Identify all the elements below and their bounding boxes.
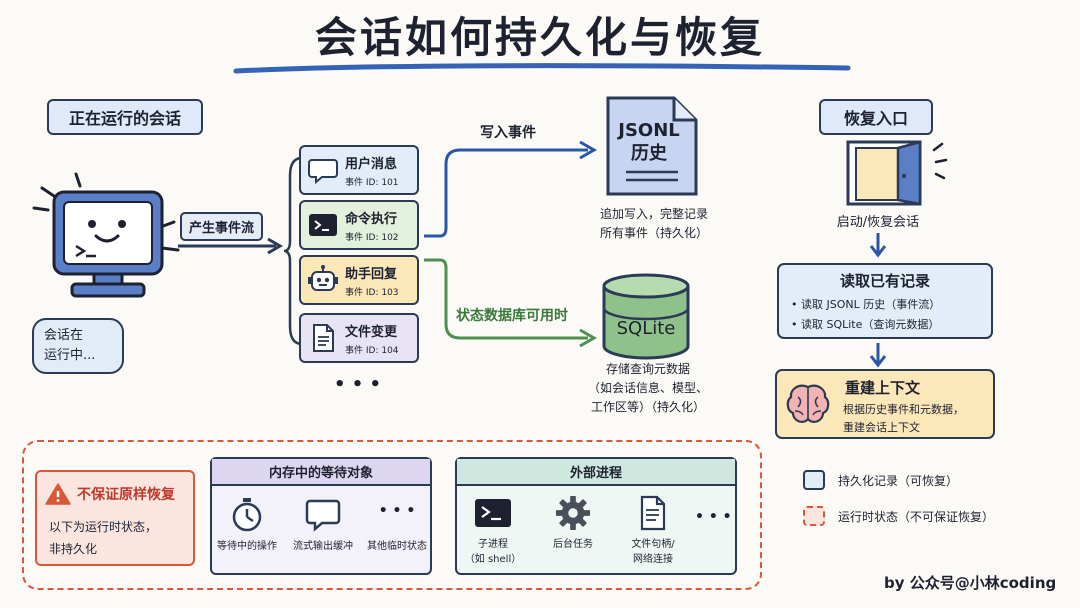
rebuild-context-box: 重建上下文 根据历史事件和元数据， 重建会话上下文 xyxy=(775,369,995,439)
event-id: 事件 ID: 104 xyxy=(345,345,399,356)
bubble-line-2: 运行中... xyxy=(44,348,96,364)
legend-persistent-label: 持久化记录（可恢复） xyxy=(838,474,959,488)
speech-bubble-icon xyxy=(305,499,341,532)
legend-runtime-label: 运行时状态（不可保证恢复） xyxy=(838,510,995,524)
event-id: 事件 ID: 102 xyxy=(345,232,399,243)
external-item-background-task: 后台任务 xyxy=(541,495,605,552)
produce-arrow xyxy=(178,237,283,255)
jsonl-doc-title: JSONL 历史 xyxy=(604,120,694,165)
read-item: • 读取 JSONL 历史（事件流） xyxy=(791,298,941,311)
memory-item-label: 流式输出缓冲 xyxy=(293,541,353,552)
recovery-entry-tag: 恢复入口 xyxy=(819,99,933,135)
rebuild-line-2: 重建会话上下文 xyxy=(843,421,920,434)
jsonl-document-icon xyxy=(606,96,698,196)
state-db-available-label: 状态数据库可用时 xyxy=(456,308,568,324)
jsonl-caption-1: 追加写入，完整记录 xyxy=(599,207,708,221)
no-guarantee-warning: 不保证原样恢复 以下为运行时状态， 非持久化 xyxy=(35,470,195,566)
memory-objects-box: 内存中的等待对象 等待中的操作 流式输出缓冲 • • • 其他临时状态 xyxy=(210,457,432,575)
event-name: 助手回复 xyxy=(345,266,398,282)
external-item-label: 后台任务 xyxy=(553,539,593,550)
page-title: 会话如何持久化与恢复 xyxy=(314,13,765,62)
memory-item-label: 等待中的操作 xyxy=(217,541,277,552)
stopwatch-icon xyxy=(232,498,262,532)
document-icon xyxy=(313,324,334,352)
read-item: • 读取 SQLite（查询元数据） xyxy=(791,318,940,331)
read-records-title: 读取已有记录 xyxy=(839,272,930,290)
event-card-file-change: 文件变更 事件 ID: 104 xyxy=(299,313,419,363)
jsonl-caption-2: 所有事件（持久化） xyxy=(599,226,708,241)
event-list-brace xyxy=(284,156,303,346)
ellipsis-icon: • • • xyxy=(378,503,416,519)
event-card-command: 命令执行 事件 ID: 102 xyxy=(299,200,419,250)
warning-title: 不保证原样恢复 xyxy=(77,487,175,503)
produce-event-stream-tag: 产生事件流 xyxy=(180,212,264,241)
down-arrow-1 xyxy=(869,233,887,258)
sqlite-caption-3: 工作区等）（持久化） xyxy=(590,400,705,415)
sqlite-caption-1: 存储查询元数据 xyxy=(605,362,690,376)
external-processes-box: 外部进程 子进程 （如 shell） 后台任务 xyxy=(455,457,737,575)
events-more-ellipsis: • • • xyxy=(334,374,382,395)
recovery-entry-label: 恢复入口 xyxy=(843,109,908,128)
chat-bubble-icon xyxy=(308,159,338,185)
memory-item-stream-buffer: 流式输出缓冲 xyxy=(286,497,360,554)
event-card-user-message: 用户消息 事件 ID: 101 xyxy=(299,145,419,195)
start-recover-caption: 启动/恢复会话 xyxy=(836,215,920,230)
down-arrow-2 xyxy=(869,343,887,368)
sqlite-database-icon xyxy=(602,273,690,360)
memory-item-waiting: 等待中的操作 xyxy=(214,497,280,554)
external-processes-title: 外部进程 xyxy=(457,459,735,486)
event-name: 文件变更 xyxy=(345,324,398,340)
robot-icon xyxy=(308,265,338,291)
external-item-label: 文件句柄/ xyxy=(631,539,675,550)
door-icon xyxy=(846,140,948,206)
sqlite-arrow xyxy=(424,258,598,348)
memory-item-label: 其他临时状态 xyxy=(367,541,427,552)
legend-persistent-swatch xyxy=(803,470,825,490)
terminal-icon xyxy=(309,214,337,236)
session-running-bubble: 会话在 运行中... xyxy=(32,318,124,375)
gear-icon xyxy=(555,495,591,531)
bubble-line-1: 会话在 xyxy=(44,328,84,343)
sqlite-caption: 存储查询元数据 （如会话信息、模型、 工作区等）（持久化） xyxy=(572,360,724,418)
warning-icon xyxy=(45,483,71,505)
external-item-subprocess: 子进程 （如 shell） xyxy=(463,495,523,567)
document-icon xyxy=(640,495,666,531)
jsonl-line-1: JSONL xyxy=(618,120,680,141)
event-id: 事件 ID: 101 xyxy=(345,177,399,188)
write-events-label: 写入事件 xyxy=(480,125,536,141)
external-item-label-2: （如 shell） xyxy=(464,554,522,565)
warning-line-2: 非持久化 xyxy=(49,542,98,556)
title-underline xyxy=(233,63,851,74)
jsonl-caption: 追加写入，完整记录 所有事件（持久化） xyxy=(584,205,724,243)
author-credit: by 公众号@小林coding xyxy=(884,574,1057,592)
external-item-file-handle: 文件句柄/ 网络连接 xyxy=(617,495,689,567)
sqlite-label: SQLite xyxy=(616,318,676,339)
running-session-tag: 正在运行的会话 xyxy=(47,99,203,135)
running-session-label: 正在运行的会话 xyxy=(68,109,181,128)
write-arrow xyxy=(424,140,598,238)
memory-objects-title: 内存中的等待对象 xyxy=(212,459,430,486)
runtime-state-frame xyxy=(22,440,762,590)
rebuild-title: 重建上下文 xyxy=(845,379,921,397)
event-name: 命令执行 xyxy=(345,211,398,227)
jsonl-line-2: 历史 xyxy=(631,142,667,164)
legend-runtime-swatch xyxy=(803,506,825,526)
rebuild-line-1: 根据历史事件和元数据， xyxy=(843,403,964,416)
warning-line-1: 以下为运行时状态， xyxy=(49,520,158,534)
read-records-box: 读取已有记录 • 读取 JSONL 历史（事件流） • 读取 SQLite（查询… xyxy=(777,263,993,339)
event-id: 事件 ID: 103 xyxy=(345,287,399,298)
external-more-ellipsis: • • • xyxy=(695,509,732,525)
external-item-label: 子进程 xyxy=(478,539,508,550)
memory-item-other-temp: • • • 其他临时状态 xyxy=(364,497,430,554)
external-item-label-2: 网络连接 xyxy=(633,554,673,565)
produce-label: 产生事件流 xyxy=(189,221,255,236)
terminal-icon xyxy=(475,499,511,527)
brain-icon xyxy=(786,384,830,423)
computer-icon xyxy=(32,172,180,298)
event-name: 用户消息 xyxy=(345,156,398,172)
event-card-assistant-reply: 助手回复 事件 ID: 103 xyxy=(299,255,419,305)
sqlite-caption-2: （如会话信息、模型、 xyxy=(587,381,708,396)
